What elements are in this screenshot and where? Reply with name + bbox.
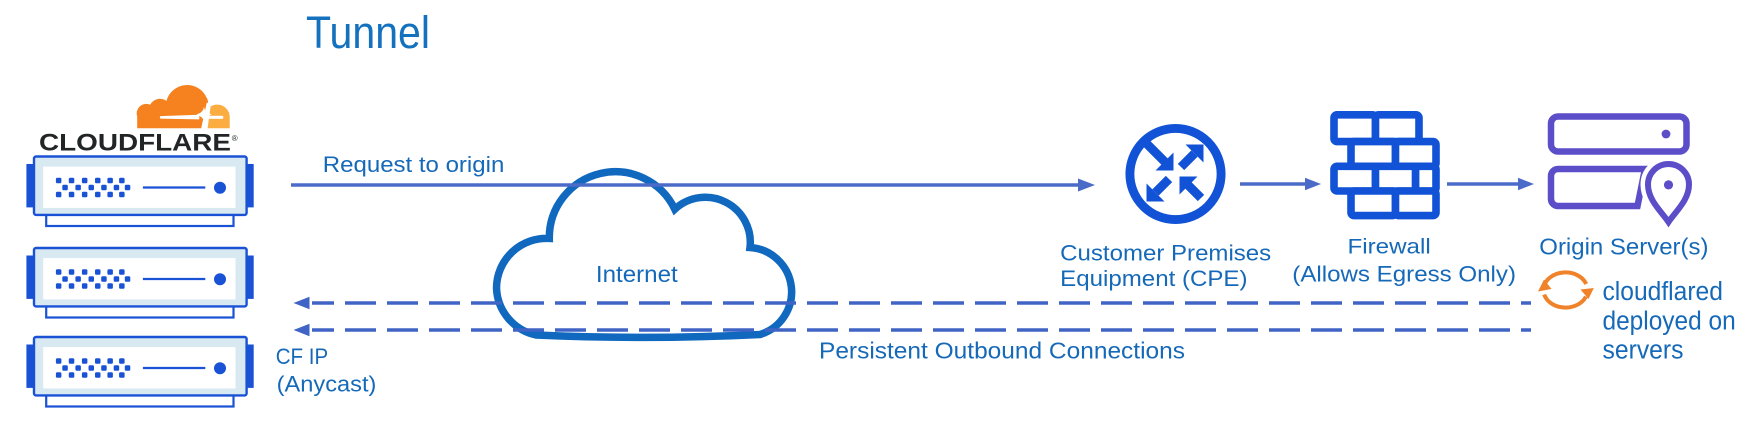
svg-text:®: ® <box>232 134 238 143</box>
svg-text:Customer Premises: Customer Premises <box>1060 240 1271 265</box>
svg-text:servers: servers <box>1603 336 1684 364</box>
svg-text:CF IP: CF IP <box>276 344 329 369</box>
svg-text:cloudflared: cloudflared <box>1603 278 1723 306</box>
svg-text:(Anycast): (Anycast) <box>277 372 377 397</box>
svg-text:Request to origin: Request to origin <box>323 152 505 177</box>
svg-text:deployed on: deployed on <box>1603 307 1736 335</box>
svg-text:(Allows Egress Only): (Allows Egress Only) <box>1292 262 1516 287</box>
svg-text:Equipment (CPE): Equipment (CPE) <box>1060 266 1247 291</box>
svg-text:Firewall: Firewall <box>1348 236 1431 259</box>
svg-text:Internet: Internet <box>596 261 678 287</box>
svg-text:Persistent Outbound Connection: Persistent Outbound Connections <box>819 338 1185 364</box>
svg-text:CLOUDFLARE: CLOUDFLARE <box>39 130 231 157</box>
svg-text:Tunnel: Tunnel <box>306 7 430 58</box>
svg-text:Origin Server(s): Origin Server(s) <box>1539 233 1708 259</box>
